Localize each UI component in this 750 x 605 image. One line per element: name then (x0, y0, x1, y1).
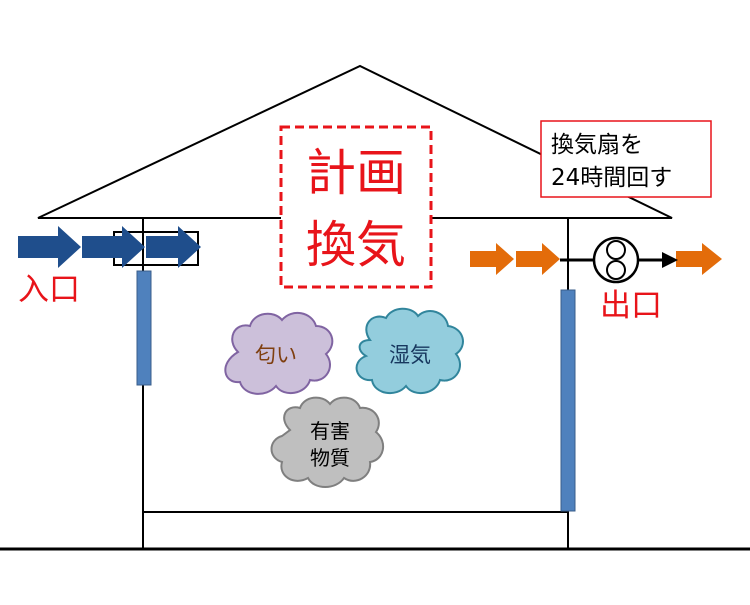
fan-icon (592, 236, 640, 284)
cloud-odor: 匂い (224, 311, 334, 395)
cloud-harmful-line1: 有害 (310, 419, 350, 443)
callout-line2: 24時間回す (551, 165, 672, 191)
cloud-humidity: 湿気 (355, 307, 464, 395)
inlet-duct-bar (136, 270, 152, 386)
inlet-arrows (18, 226, 201, 268)
outlet-arrows (470, 243, 722, 275)
callout-box (540, 120, 712, 198)
cloud-harmful: 有害 物質 (270, 396, 385, 488)
title-line1: 計画 (306, 144, 406, 202)
inlet-arrow-1 (18, 226, 81, 268)
exhaust-arrowhead (662, 252, 678, 268)
cloud-odor-label: 匂い (255, 343, 297, 367)
outlet-arrow-2 (516, 243, 560, 275)
inlet-arrow-3 (146, 226, 201, 268)
outlet-label: 出口 (600, 288, 662, 324)
inlet-arrow-2 (82, 226, 145, 268)
title-box (279, 125, 433, 289)
callout-line1: 換気扇を (551, 132, 643, 158)
cloud-humidity-label: 湿気 (389, 343, 431, 367)
outlet-arrow-3 (676, 243, 722, 275)
outlet-duct-bar (560, 289, 576, 512)
cloud-harmful-line2: 物質 (310, 446, 350, 470)
title-line2: 換気 (306, 216, 406, 274)
inlet-label: 入口 (18, 272, 80, 308)
outlet-arrow-1 (470, 243, 514, 275)
